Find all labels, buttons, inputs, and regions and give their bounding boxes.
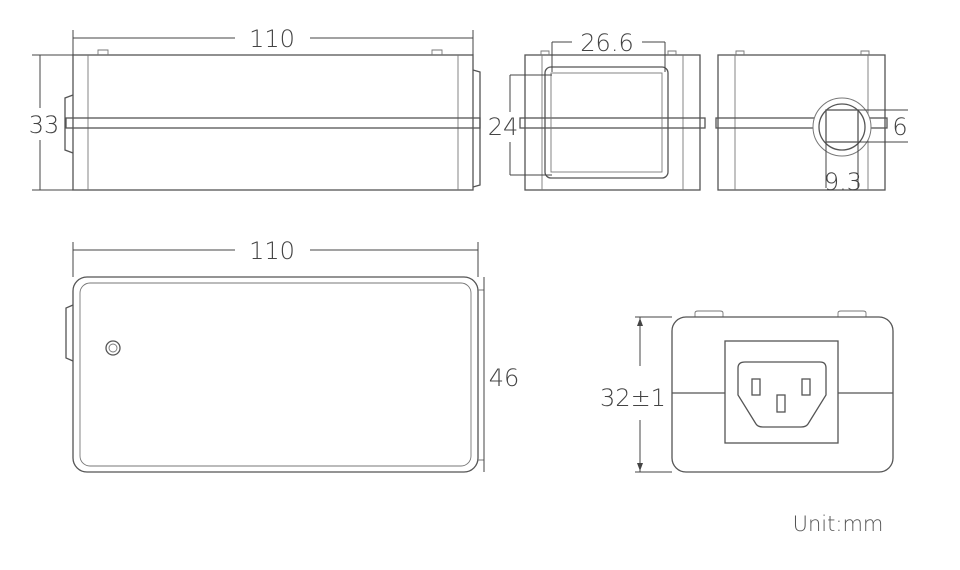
top-width-label: 46 [489,364,520,392]
top-view: 110 46 [65,237,520,473]
iec-c14-inlet [737,361,827,428]
front-view: 26.6 24 [488,29,706,191]
front-height-label: 24 [488,113,519,141]
rear-hole-width-label: 9.3 [824,168,862,196]
inlet-view: 32±1 [600,310,894,473]
side-length-label: 110 [249,25,295,53]
top-length-label: 110 [249,237,295,265]
side-height-label: 33 [29,111,60,139]
unit-label: Unit:mm [793,512,884,536]
rear-view: 6 9.3 [715,50,908,196]
rear-hole-height-label: 6 [892,113,907,141]
front-width-label: 26.6 [580,29,633,57]
side-view: 110 33 [29,25,481,191]
inlet-height-label: 32±1 [600,384,666,412]
